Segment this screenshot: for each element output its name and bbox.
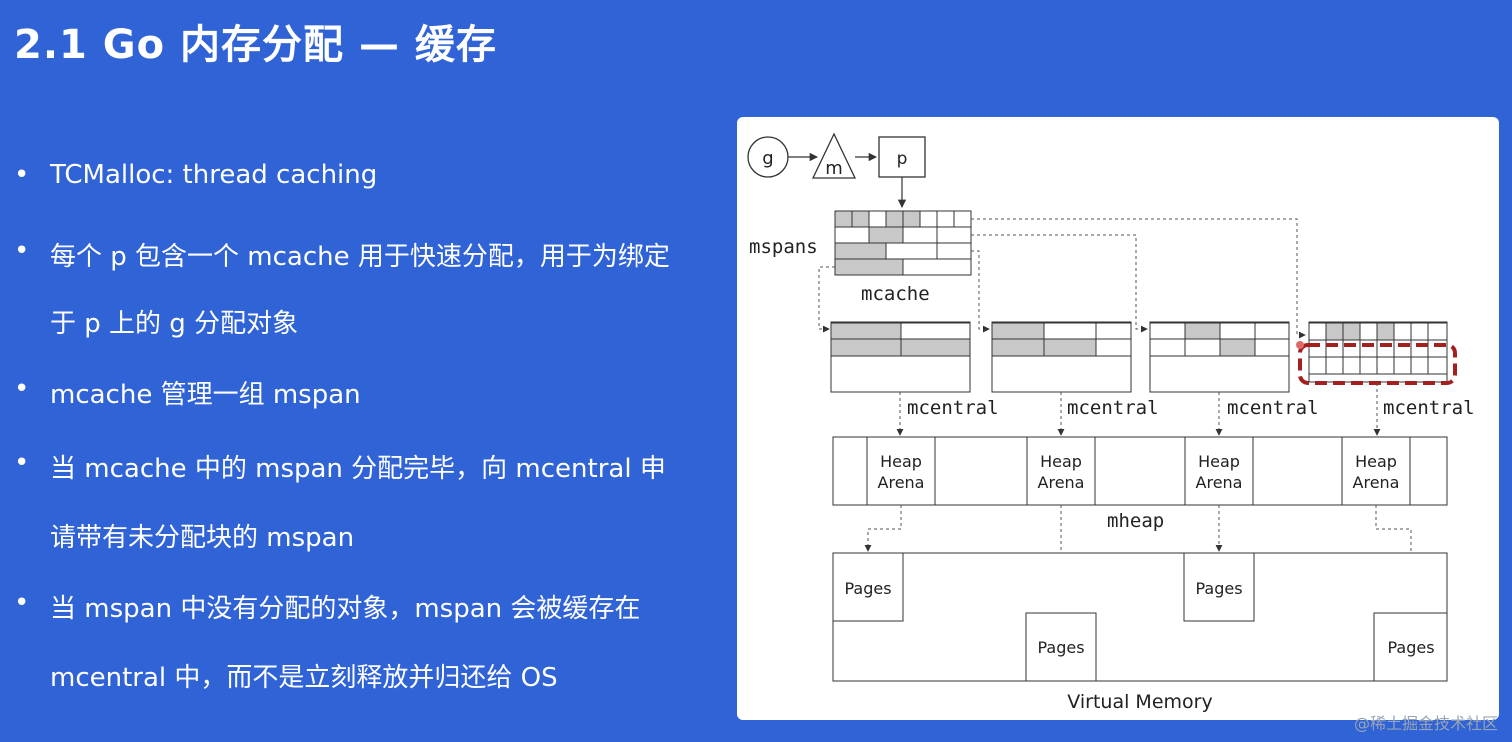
mcentral-2-box [991,321,1132,393]
bullet-text: 当 mspan 中没有分配的对象，mspan 会被缓存在 [50,594,641,624]
m-node [811,132,857,179]
mcentral-label: mcentral [1227,397,1319,419]
heap-arena-label: Heap [880,452,922,471]
m-label: m [825,158,843,179]
mcentral-label: mcentral [1383,397,1475,419]
pages-label: Pages [1195,579,1242,598]
p-label: p [897,149,908,169]
pages-label: Pages [1037,638,1084,657]
watermark: @稀土掘金技术社区 [1353,714,1498,733]
pages-label: Pages [844,579,891,598]
bullet-dot: • [14,448,30,478]
pages-box [1183,552,1255,622]
mspans-label: mspans [749,236,818,258]
slide-title: 2.1 Go 内存分配 — 缓存 [14,22,497,68]
bullet-dot: • [14,588,30,618]
mheap-label: mheap [1107,510,1164,532]
bullet-item: • 当 mcache 中的 mspan 分配完毕，向 mcentral 申 请带… [14,448,714,588]
pages-box [1025,612,1097,682]
heap-arena-label: Arena [1196,473,1243,492]
bullet-text: 请带有未分配块的 mspan [50,523,355,553]
mcentral-1-box [830,321,971,393]
pages-box [832,552,904,622]
bullet-text: mcentral 中，而不是立刻释放并归还给 OS [50,663,558,693]
heap-arenas [866,436,1411,506]
mcentral-4-box [1308,321,1448,383]
bullet-item: • TCMalloc: thread caching [14,160,714,236]
arena-to-pages-links [864,505,1415,611]
memory-diagram: g m p mspans mcache [737,117,1499,720]
pages-label: Pages [1387,638,1434,657]
bullet-dot: • [14,160,30,190]
mcache-to-mcentral-links [818,218,1306,339]
heap-arena-label: Heap [1040,452,1082,471]
pages-box [1373,612,1448,682]
mcache-label: mcache [861,283,930,305]
bullet-dot: • [14,374,30,404]
heap-arena-label: Heap [1198,452,1240,471]
bullet-text: 当 mcache 中的 mspan 分配完毕，向 mcentral 申 [50,454,666,484]
bullet-item: • mcache 管理一组 mspan [14,374,714,448]
mcentral-label: mcentral [907,397,999,419]
bullet-dot: • [14,236,30,266]
mcache-grid [834,210,972,276]
bullet-item: • 当 mspan 中没有分配的对象，mspan 会被缓存在 mcentral … [14,588,714,694]
mcentral-label: mcentral [1067,397,1159,419]
heap-arena-label: Arena [878,473,925,492]
highlight-dot [1296,341,1304,349]
bullet-text: TCMalloc: thread caching [50,160,378,190]
bullet-text: 每个 p 包含一个 mcache 用于快速分配，用于为绑定 [50,242,670,272]
memory-diagram-svg: g m p mspans mcache [747,132,1475,713]
bullet-text: mcache 管理一组 mspan [50,380,361,410]
bullet-item: • 每个 p 包含一个 mcache 用于快速分配，用于为绑定 于 p 上的 g… [14,236,714,374]
heap-arena-label: Heap [1355,452,1397,471]
mcentral-3-box [1149,321,1290,393]
mcentral-to-arena-links [896,383,1381,436]
heap-arena-label: Arena [1038,473,1085,492]
heap-arena-label: Arena [1353,473,1400,492]
bullet-list: • TCMalloc: thread caching • 每个 p 包含一个 m… [14,160,714,694]
bullet-text: 于 p 上的 g 分配对象 [50,309,299,339]
g-label: g [762,148,773,169]
virtual-memory-label: Virtual Memory [1067,691,1212,713]
virtual-memory-box [832,552,1448,682]
